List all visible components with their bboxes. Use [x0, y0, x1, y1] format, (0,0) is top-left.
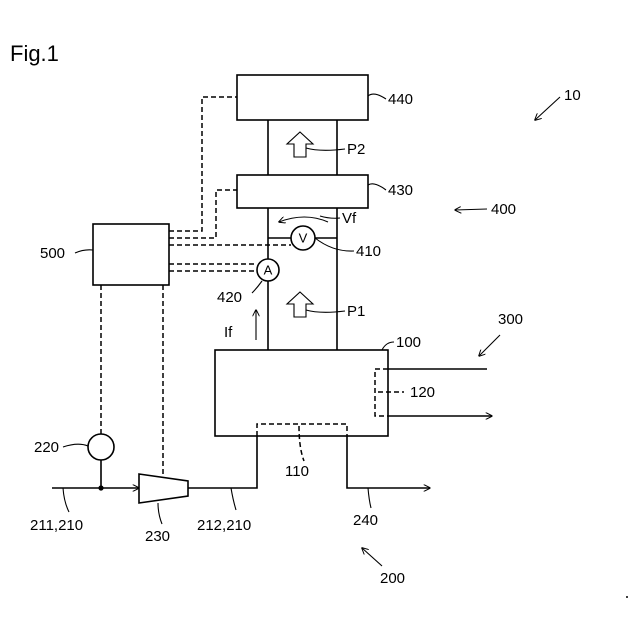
supply-line-212: [188, 436, 257, 488]
ammeter-symbol: A: [264, 263, 273, 278]
label-vf: Vf: [342, 210, 357, 227]
label-p2: P2: [347, 141, 365, 158]
label-200: 200: [380, 570, 405, 587]
label-212-210: 212,210: [197, 517, 251, 534]
label-300: 300: [498, 311, 523, 328]
unit-440-box: [237, 75, 368, 120]
label-410: 410: [356, 243, 381, 260]
pointer-10: [535, 97, 560, 120]
label-110: 110: [285, 463, 309, 480]
compressor-230-icon: [139, 474, 188, 503]
leader-410: [315, 238, 354, 251]
leader-211: [63, 488, 69, 512]
leader-220: [63, 444, 88, 447]
voltmeter-symbol: V: [299, 231, 308, 246]
label-420: 420: [217, 289, 242, 306]
label-500: 500: [40, 245, 65, 262]
leader-500: [75, 250, 93, 253]
label-430: 430: [388, 182, 413, 199]
pointer-400: [455, 209, 487, 210]
label-400: 400: [491, 201, 516, 218]
junction-dot: [98, 485, 103, 490]
exhaust-line-240: [347, 436, 430, 488]
controller-500-box: [93, 224, 169, 285]
unit-430-box: [237, 175, 368, 208]
leader-p1: [306, 310, 345, 312]
leader-230: [158, 503, 162, 524]
label-120: 120: [410, 384, 435, 401]
label-10: 10: [564, 87, 581, 104]
label-440: 440: [388, 91, 413, 108]
figure-title-text: Fig.1: [10, 41, 59, 66]
leader-440: [368, 94, 386, 99]
leader-420: [252, 281, 262, 293]
label-230: 230: [145, 528, 170, 545]
label-if: If: [224, 324, 233, 341]
label-100: 100: [396, 334, 421, 351]
label-p1: P1: [347, 303, 365, 320]
leader-p2: [306, 148, 345, 150]
leader-430: [368, 184, 386, 190]
label-240: 240: [353, 512, 378, 529]
signal-line-440: [169, 97, 237, 231]
label-211-210: 211,210: [30, 517, 83, 534]
p2-hollow-arrow: [287, 132, 313, 157]
stray-dot: [626, 596, 628, 598]
p1-hollow-arrow: [287, 292, 313, 317]
label-220: 220: [34, 439, 59, 456]
vf-arrow: [279, 217, 328, 222]
leader-100: [382, 342, 394, 350]
leader-212: [231, 488, 236, 510]
leader-240: [368, 488, 371, 508]
pointer-300: [479, 335, 500, 356]
valve-220-icon: [88, 434, 114, 460]
pointer-200: [362, 548, 382, 566]
cell-stack-100-box: [215, 350, 388, 436]
